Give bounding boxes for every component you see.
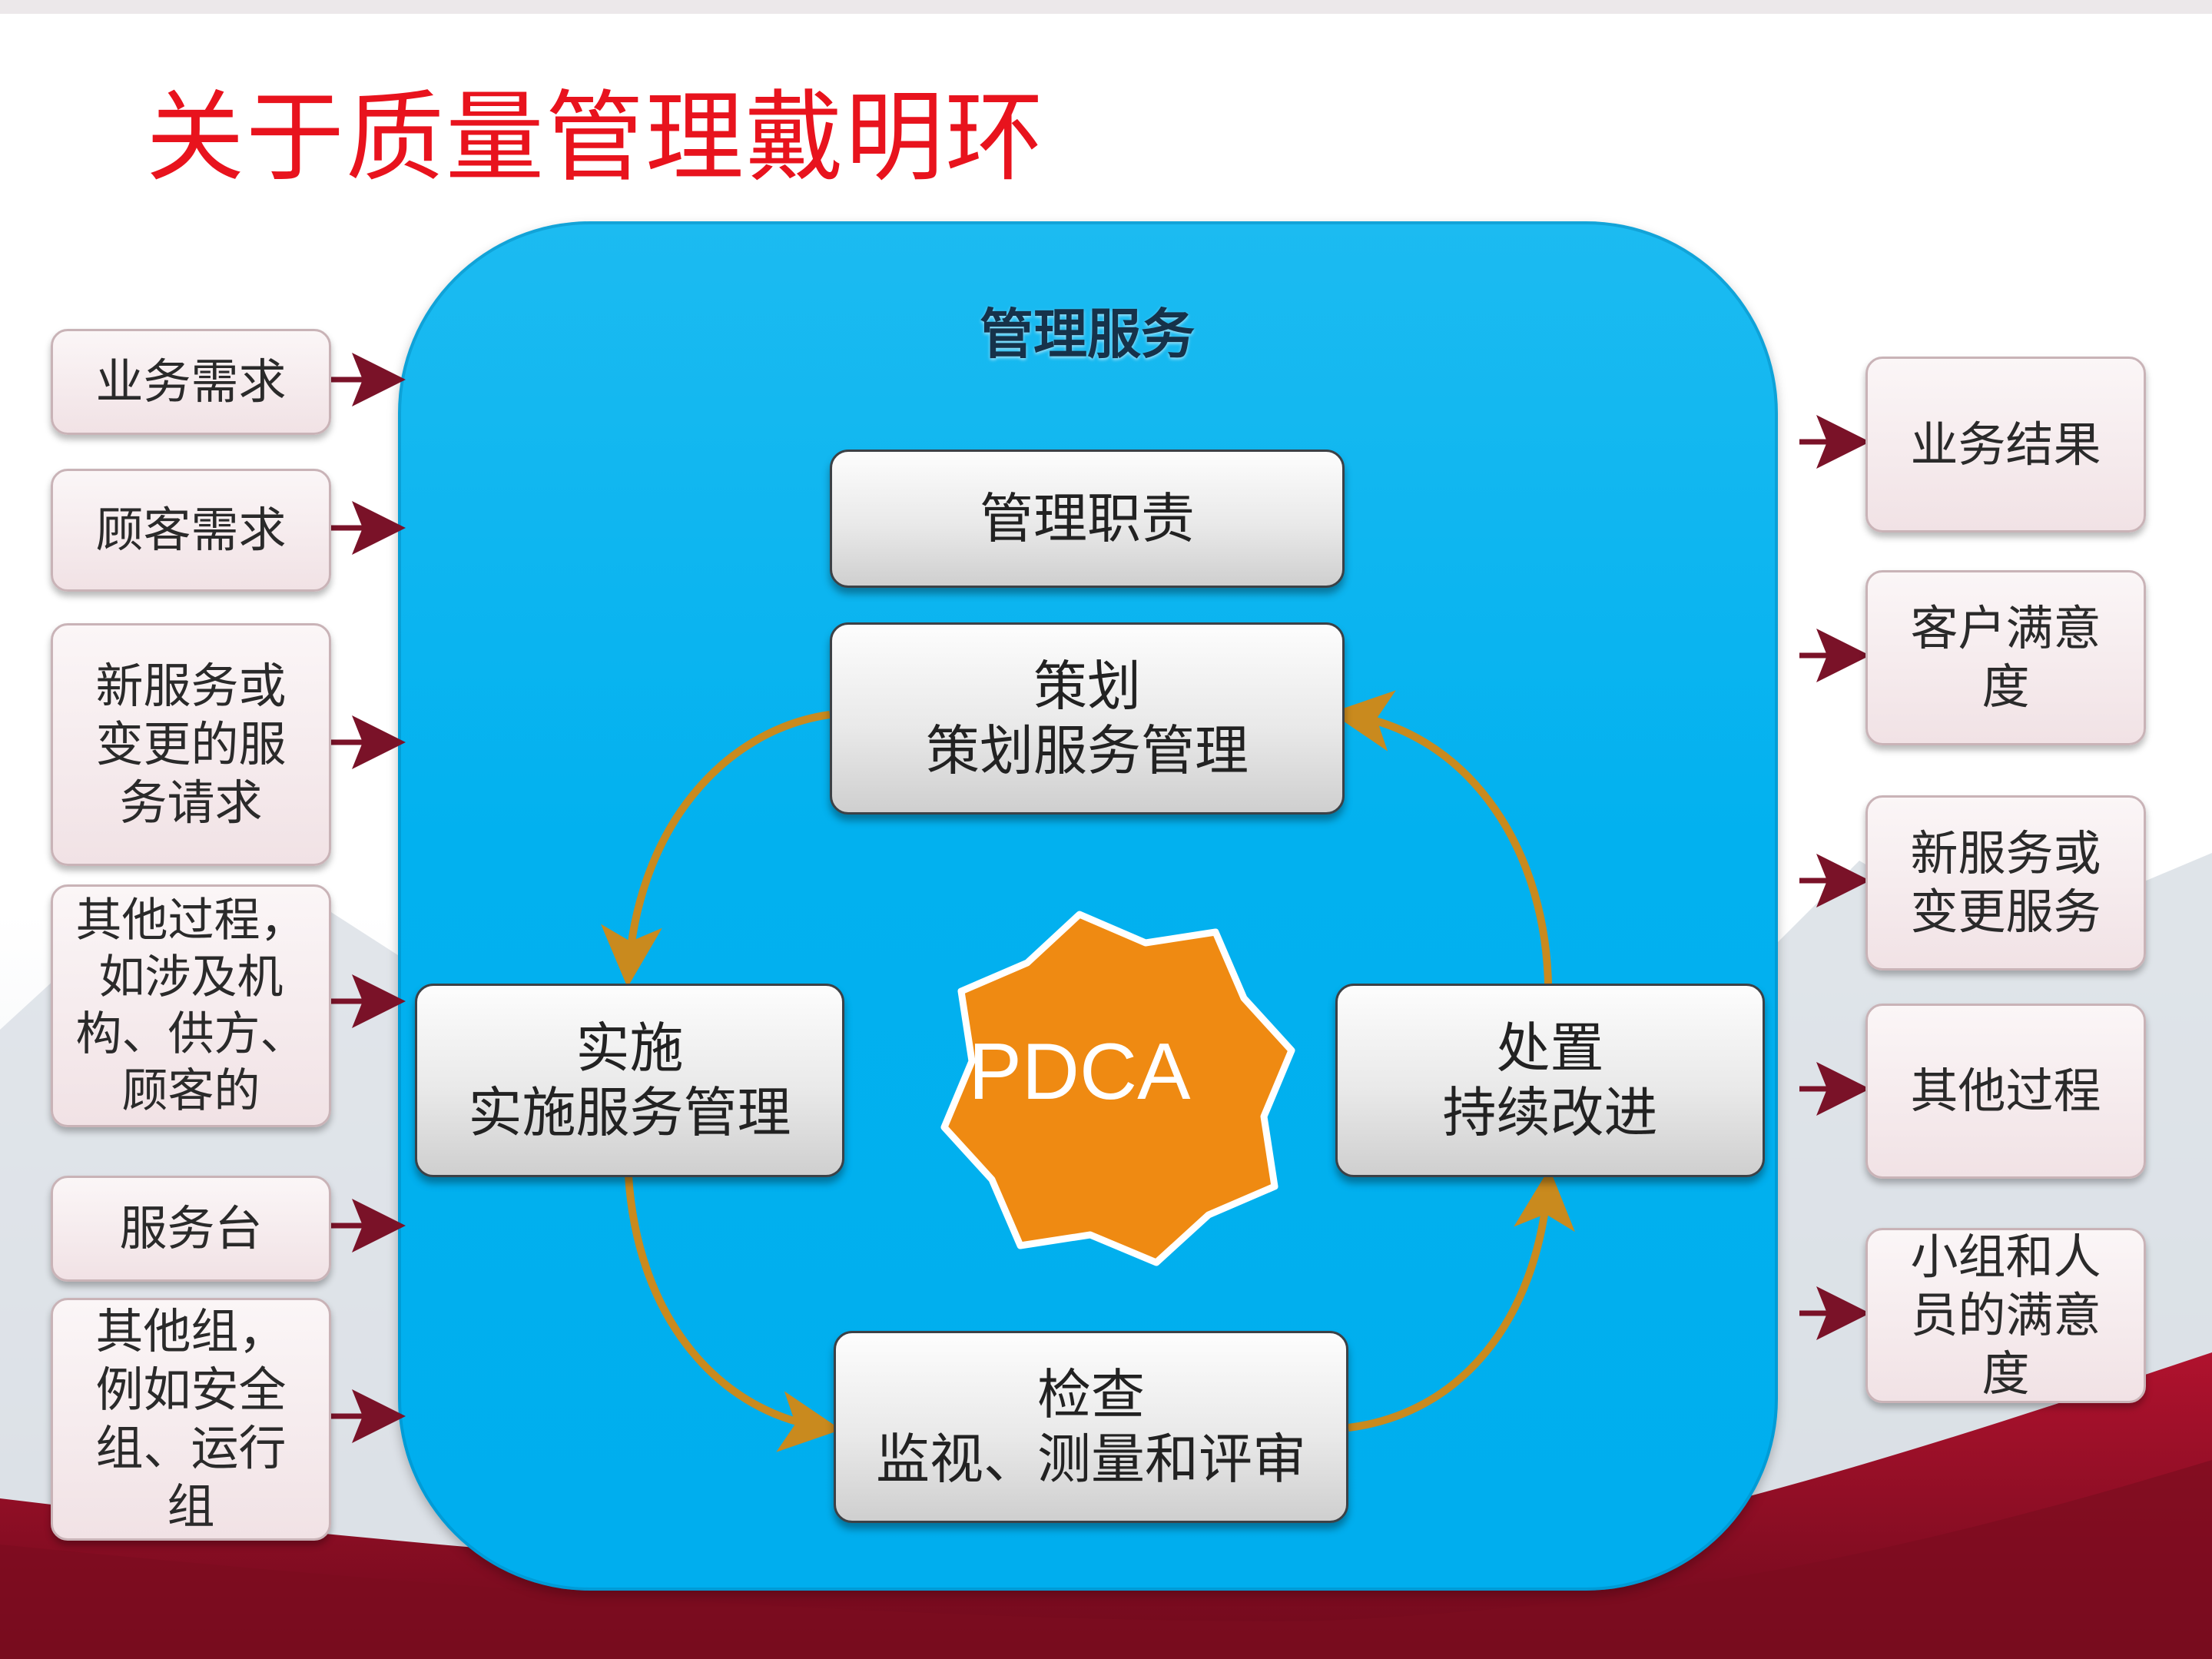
- output-box-new-or-changed-services: 新服务或 变更服务: [1865, 795, 2146, 971]
- input-box-new-service-requests: 新服务或 变更的服 务请求: [51, 623, 331, 866]
- input-label: 服务台: [119, 1200, 263, 1256]
- management-responsibility-box: 管理职责: [830, 450, 1345, 588]
- act-box: 处置 持续改进: [1335, 984, 1765, 1177]
- management-responsibility-label: 管理职责: [980, 487, 1195, 550]
- output-label: 业务结果: [1910, 416, 2101, 473]
- input-box-business-requirements: 业务需求: [51, 329, 331, 435]
- input-label: 业务需求: [95, 353, 287, 410]
- check-box: 检查 监视、测量和评审: [834, 1331, 1348, 1523]
- input-label: 其他组， 例如安全 组、运行 组: [95, 1303, 287, 1535]
- plan-description: 策划服务管理: [926, 719, 1249, 782]
- output-box-business-results: 业务结果: [1865, 357, 2146, 533]
- plan-box: 策划 策划服务管理: [830, 622, 1345, 815]
- output-label: 客户满意 度: [1910, 600, 2101, 715]
- do-box: 实施 实施服务管理: [415, 984, 844, 1177]
- input-box-customer-requirements: 顾客需求: [51, 469, 331, 592]
- output-box-other-processes: 其他过程: [1865, 1004, 2146, 1179]
- check-title: 检查: [1037, 1363, 1145, 1426]
- output-label: 其他过程: [1910, 1063, 2101, 1119]
- do-title: 实施: [575, 1017, 684, 1080]
- output-label: 新服务或 变更服务: [1910, 825, 2101, 940]
- plan-title: 策划: [1033, 655, 1141, 718]
- slide-title: 关于质量管理戴明环: [146, 81, 1046, 195]
- pdca-label: PDCA: [968, 1027, 1191, 1117]
- do-description: 实施服务管理: [468, 1081, 791, 1144]
- act-description: 持续改进: [1442, 1081, 1658, 1144]
- output-label: 小组和人 员的满意 度: [1910, 1229, 2101, 1402]
- output-box-customer-satisfaction: 客户满意 度: [1865, 570, 2146, 745]
- output-box-team-satisfaction: 小组和人 员的满意 度: [1865, 1228, 2146, 1403]
- input-box-service-desk: 服务台: [51, 1176, 331, 1282]
- input-box-other-processes: 其他过程， 如涉及机 构、供方、 顾客的: [51, 884, 331, 1127]
- check-description: 监视、测量和评审: [876, 1428, 1306, 1491]
- act-title: 处置: [1496, 1017, 1604, 1080]
- panel-title: 管理服务: [980, 303, 1195, 366]
- input-label: 顾客需求: [95, 502, 287, 558]
- input-label: 新服务或 变更的服 务请求: [95, 658, 287, 831]
- input-box-other-groups: 其他组， 例如安全 组、运行 组: [51, 1298, 331, 1541]
- input-label: 其他过程， 如涉及机 构、供方、 顾客的: [75, 894, 307, 1118]
- top-strip: [0, 0, 2212, 14]
